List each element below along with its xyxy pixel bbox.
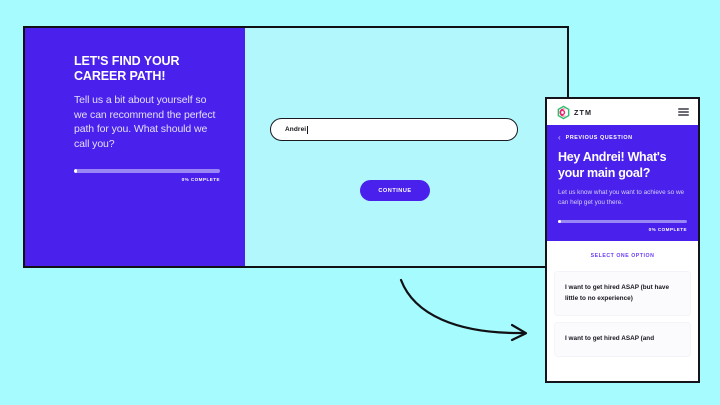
name-input-value: Andrei: [285, 126, 307, 133]
continue-button[interactable]: CONTINUE: [360, 180, 430, 201]
text-caret: [307, 125, 309, 134]
desktop-progress-fill: [74, 169, 77, 173]
name-input[interactable]: Andrei: [270, 118, 518, 141]
list-item[interactable]: I want to get hired ASAP (but have littl…: [555, 272, 690, 316]
quiz-hero-panel: LET'S FIND YOUR CAREER PATH! Tell us a b…: [25, 28, 245, 266]
phone-mockup: ZTM ‹ PREVIOUS QUESTION Hey Andrei! What…: [545, 97, 700, 383]
phone-progress-bar: [558, 220, 687, 224]
select-one-option-hint: SELECT ONE OPTION: [590, 253, 655, 260]
ztm-hex-logo-icon: [557, 105, 570, 119]
previous-question-link[interactable]: ‹ PREVIOUS QUESTION: [558, 134, 687, 142]
phone-topbar: ZTM: [547, 99, 698, 125]
chevron-left-icon: ‹: [558, 133, 561, 142]
hamburger-menu-icon[interactable]: [678, 108, 689, 116]
option-label: I want to get hired ASAP (and: [565, 335, 655, 343]
brand-logo[interactable]: ZTM: [556, 105, 592, 120]
quiz-hero-content: LET'S FIND YOUR CAREER PATH! Tell us a b…: [74, 54, 222, 182]
option-label: I want to get hired ASAP (but have littl…: [565, 284, 670, 302]
page-title: LET'S FIND YOUR CAREER PATH!: [74, 54, 180, 83]
hero-subtitle: Tell us a bit about yourself so we can r…: [74, 94, 216, 150]
phone-hero-section: ‹ PREVIOUS QUESTION Hey Andrei! What's y…: [547, 125, 698, 242]
curved-arrow-right: [399, 278, 528, 342]
phone-progress-fill: [558, 220, 561, 224]
phone-options-section: SELECT ONE OPTION I want to get hired AS…: [547, 241, 698, 381]
phone-progress-label: 0% COMPLETE: [648, 227, 687, 233]
desktop-progress-label: 0% COMPLETE: [181, 176, 220, 182]
desktop-quiz-card: LET'S FIND YOUR CAREER PATH! Tell us a b…: [23, 26, 569, 268]
phone-question-title: Hey Andrei! What's your main goal?: [558, 150, 667, 180]
brand-name: ZTM: [574, 107, 593, 117]
previous-question-label: PREVIOUS QUESTION: [565, 135, 633, 141]
desktop-progress-bar: [74, 169, 220, 173]
quiz-form-panel: Andrei CONTINUE: [245, 28, 567, 266]
phone-question-subtitle: Let us know what you want to achieve so …: [558, 189, 685, 206]
list-item[interactable]: I want to get hired ASAP (and: [555, 323, 690, 356]
